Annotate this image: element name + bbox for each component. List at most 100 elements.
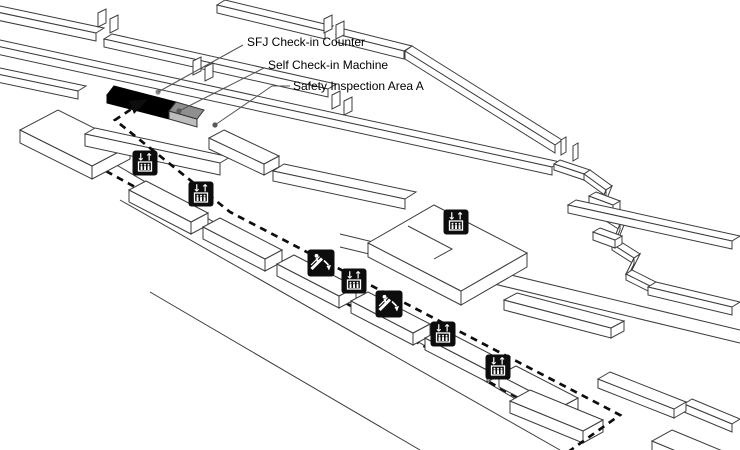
escalator-arrow-head bbox=[326, 265, 331, 271]
elevator-car-outline bbox=[137, 161, 153, 172]
floor-line bbox=[149, 291, 421, 450]
walking-route-layer bbox=[112, 99, 623, 450]
checkin-island-top bbox=[201, 217, 284, 260]
elevator-icon: ↓↑ bbox=[341, 268, 367, 294]
wall-box-top bbox=[591, 227, 624, 241]
elevator-person bbox=[445, 334, 448, 337]
labels: SFJ Check-in Counter Self Check-in Machi… bbox=[247, 35, 424, 93]
leader-line-safety bbox=[214, 85, 290, 126]
elevator-person bbox=[356, 281, 359, 284]
escalator-arrow-shaft bbox=[323, 259, 330, 266]
escalator-rail bbox=[310, 256, 320, 266]
checkin-island-top bbox=[127, 180, 210, 223]
checkin-counter-layer bbox=[106, 85, 218, 128]
floor-line bbox=[119, 199, 561, 450]
central-platform-top bbox=[366, 204, 529, 292]
doorway-post bbox=[335, 20, 345, 40]
elevator-person bbox=[451, 222, 454, 225]
elevator-person-body bbox=[196, 197, 199, 201]
elevator-person bbox=[349, 281, 352, 284]
elevator-person-body bbox=[200, 197, 202, 201]
elevator-car-outline bbox=[490, 365, 506, 376]
wall-band-face bbox=[103, 38, 329, 98]
route-arrowhead bbox=[129, 99, 148, 114]
facility-icons-layer: ↓↑ ↓↑ ↓↑ ↓↑ ↓↑ ↓↑ bbox=[132, 150, 511, 380]
elevator-person-body bbox=[438, 337, 441, 341]
elevator-person bbox=[493, 367, 496, 370]
elevator-person-body bbox=[353, 284, 355, 288]
wall-band-face bbox=[216, 4, 326, 40]
elevator-car-outline bbox=[193, 192, 209, 203]
elevator-car-outline bbox=[448, 220, 464, 231]
escalator-steps bbox=[378, 298, 392, 312]
elevator-arrows-glyph: ↓↑ bbox=[435, 324, 452, 335]
elevator-icon: ↓↑ bbox=[188, 181, 214, 207]
escalator-rail bbox=[378, 297, 388, 307]
elevator-icon: ↓↑ bbox=[132, 150, 158, 176]
route-main-dashed bbox=[112, 106, 623, 450]
wall-band bbox=[404, 45, 563, 146]
wall-band-face bbox=[647, 286, 733, 316]
elevator-person bbox=[353, 281, 355, 284]
elevator-person-body bbox=[147, 166, 150, 170]
north-island-top bbox=[207, 129, 281, 165]
wall-band-face bbox=[272, 170, 406, 210]
elevator-person bbox=[140, 163, 143, 166]
north-island-top bbox=[502, 292, 626, 329]
elevator-person-body bbox=[144, 166, 146, 170]
elevator-person-body bbox=[458, 225, 461, 229]
elevator-car-outline bbox=[346, 279, 362, 290]
escalator-arrow-head bbox=[394, 306, 399, 312]
elevator-icon: ↓↑ bbox=[430, 321, 456, 347]
wall-leaf bbox=[560, 136, 567, 156]
wall-band-face bbox=[0, 46, 553, 176]
elevator-arrows-glyph: ↓↑ bbox=[346, 271, 363, 282]
wall-box-top bbox=[587, 191, 622, 206]
elevator-arrows-glyph: ↓↑ bbox=[193, 184, 210, 195]
elevator-person-body bbox=[451, 225, 454, 229]
wall-band-face bbox=[567, 204, 733, 250]
elevator-arrows-glyph: ↓↑ bbox=[490, 357, 507, 368]
elevator-person bbox=[500, 367, 503, 370]
escalator-icon-bg bbox=[375, 290, 403, 318]
corner-island-top bbox=[650, 429, 722, 450]
label-leader-lines bbox=[157, 44, 290, 126]
elevator-person bbox=[458, 222, 461, 225]
elevator-person-body bbox=[500, 370, 503, 374]
elevator-person-body bbox=[445, 337, 448, 341]
escalator-arrow-shaft bbox=[391, 300, 398, 307]
elevator-person-body bbox=[203, 197, 206, 201]
doorway-post bbox=[192, 56, 202, 76]
elevator-person-body bbox=[140, 166, 143, 170]
doorway-post bbox=[323, 14, 333, 34]
label-sfj-checkin-counter: SFJ Check-in Counter bbox=[247, 35, 365, 49]
elevator-person-body bbox=[497, 370, 499, 374]
elevator-person-body bbox=[356, 284, 359, 288]
elevator-person bbox=[497, 367, 499, 370]
elevator-person bbox=[438, 334, 441, 337]
wall-leaf bbox=[572, 142, 579, 162]
wall-band-face bbox=[404, 50, 556, 154]
elevator-person-body bbox=[493, 370, 496, 374]
wall-band-face bbox=[0, 12, 97, 42]
elevator-arrows-glyph: ↓↑ bbox=[448, 212, 465, 223]
escalator-icon bbox=[375, 290, 403, 318]
escalator-icon bbox=[307, 249, 335, 277]
elevator-person bbox=[203, 194, 206, 197]
north-island-top bbox=[596, 371, 688, 410]
escalator-icon-bg bbox=[307, 249, 335, 277]
elevator-icon: ↓↑ bbox=[485, 354, 511, 380]
elevator-person bbox=[442, 334, 444, 337]
central-platform-notch bbox=[407, 225, 454, 260]
elevator-person-body bbox=[349, 284, 352, 288]
elevator-icon: ↓↑ bbox=[443, 209, 469, 235]
escalator-person-head bbox=[314, 253, 319, 258]
escalator-person-body bbox=[383, 298, 387, 304]
elevator-person bbox=[455, 222, 457, 225]
doorway-post bbox=[331, 90, 341, 110]
doorway-post bbox=[109, 14, 119, 34]
escalator-steps bbox=[310, 257, 324, 271]
elevator-person-body bbox=[442, 337, 444, 341]
